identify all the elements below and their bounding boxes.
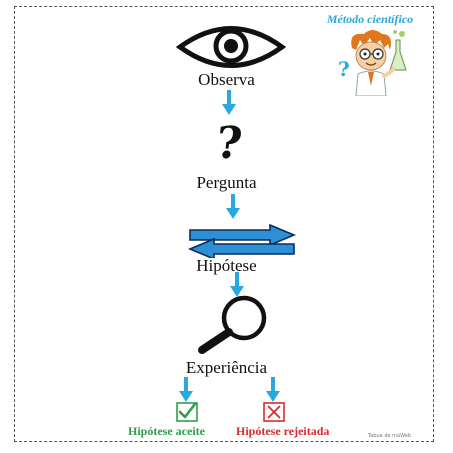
flow-arrow-1 — [222, 90, 236, 115]
magnifier-icon — [198, 295, 267, 354]
outcome-label-rejected: Hipótese rejeitada — [236, 424, 330, 438]
swap-arrows-icon — [187, 224, 297, 258]
flow-arrow-2 — [226, 194, 240, 219]
flow-arrow-3 — [230, 272, 244, 297]
step-label-pergunta: Pergunta — [196, 173, 257, 192]
outcome-label-accepted: Hipótese aceite — [128, 424, 205, 438]
flow-arrow-accepted — [179, 377, 193, 402]
checkmark-icon — [176, 402, 198, 422]
page-frame — [14, 6, 434, 442]
diagram-title: Método científico — [326, 12, 414, 26]
x-mark-icon — [263, 402, 285, 422]
step-label-experiencia: Experiência — [185, 358, 268, 377]
question-mark-icon: ? — [213, 118, 245, 169]
step-label-observa: Observa — [198, 70, 255, 89]
svg-text:?: ? — [338, 57, 350, 81]
flow-arrow-rejected — [266, 377, 280, 402]
scientist-illustration: ? — [338, 30, 407, 96]
credit-text: Tabua de mãWeb — [368, 433, 411, 439]
eye-icon — [176, 26, 286, 68]
step-label-hipotese: Hipótese — [196, 256, 257, 275]
